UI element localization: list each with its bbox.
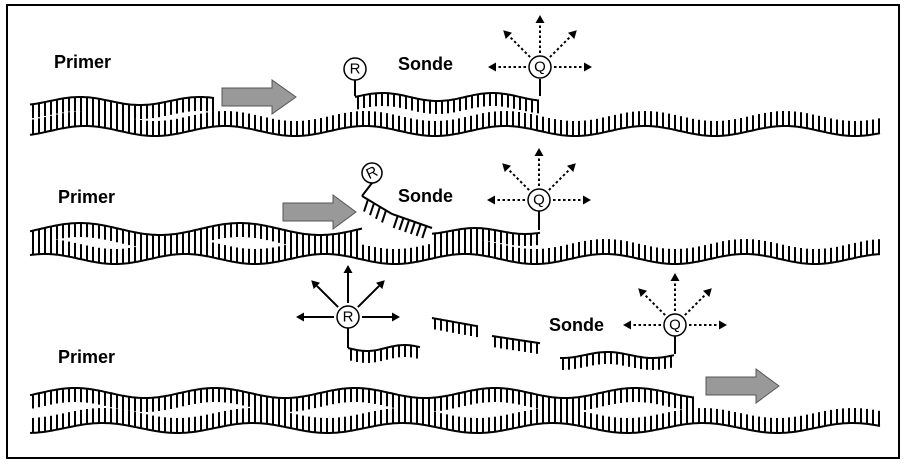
quencher-emission-2-2-head [535, 148, 544, 156]
displaced-probe-end-2-base [382, 210, 386, 222]
svg-text:Q: Q [669, 317, 681, 334]
svg-text:R: R [343, 309, 354, 326]
quencher-emission-3-4-head [719, 321, 727, 330]
quencher-emission-1-1-shaft [509, 36, 530, 57]
quencher-emission-3-4 [689, 321, 727, 330]
probe-strand-2-backbone [432, 228, 540, 234]
extended-primer-strand-3 [30, 388, 694, 412]
quencher-emission-3-2-head [671, 273, 680, 281]
quencher-marker-2: Q [528, 189, 550, 230]
displaced-probe-end-2-base [411, 222, 415, 234]
reporter-emission-3-4 [362, 313, 400, 322]
probe-strand-1 [355, 93, 539, 114]
quencher-emission-1-3 [550, 30, 577, 57]
cleaved-fragment-r [348, 345, 420, 363]
quencher-emission-3-0 [623, 321, 661, 330]
quencher-emission-3-3 [685, 288, 712, 315]
extension-arrow-3 [706, 369, 779, 403]
displaced-probe-end-2-base [422, 226, 426, 238]
quencher-emission-1-2 [536, 15, 545, 53]
quencher-emission-1-2-head [536, 15, 545, 23]
reporter-emission-3-3-shaft [358, 286, 379, 307]
displaced-probe-end-2-base [417, 224, 421, 236]
cleaved-fragment-b [492, 336, 540, 354]
probe-label-2: Sonde [398, 186, 453, 206]
cleaved-fragment-r-backbone [348, 345, 420, 351]
quencher-emission-2-0 [487, 196, 525, 205]
cleaved-fragment-a [432, 318, 478, 337]
quencher-emission-3-0-head [623, 321, 631, 330]
quencher-marker-1: Q [529, 56, 551, 96]
quencher-emission-1-4 [554, 63, 592, 72]
quencher-emission-1-1 [503, 30, 530, 57]
cleaved-fragment-q [560, 352, 674, 370]
reporter-emission-3-1-shaft [317, 286, 338, 307]
displaced-probe-end-2-base [376, 207, 380, 219]
reporter-marker-2: R [362, 163, 382, 196]
quencher-marker-3: Q [664, 314, 686, 354]
quencher-emission-3-3-shaft [685, 294, 706, 315]
quencher-emission-3-1-shaft [644, 294, 665, 315]
template-strand-3 [30, 408, 880, 433]
svg-text:R: R [350, 61, 361, 78]
reporter-emission-3-2-head [344, 265, 353, 273]
reporter-emission-3-0 [296, 313, 334, 322]
quencher-emission-1-0-head [488, 63, 496, 72]
quencher-emission-3-2 [671, 273, 680, 311]
displaced-probe-end-2-base [370, 203, 374, 215]
quencher-emission-1-0 [488, 63, 526, 72]
quencher-emission-2-4 [553, 196, 591, 205]
quencher-emission-2-4-head [583, 196, 591, 205]
extension-arrow-1 [222, 80, 296, 114]
reporter-emission-3-2 [344, 265, 353, 303]
displaced-probe-end-2-base [399, 218, 403, 230]
quencher-emission-2-3-shaft [549, 169, 570, 190]
primer-label-3: Primer [58, 347, 115, 367]
primer-label-1: Primer [54, 52, 111, 72]
quencher-emission-3-1 [638, 288, 665, 315]
quencher-emission-2-3 [549, 163, 576, 190]
primer-label-2: Primer [58, 187, 115, 207]
template-strand-2-backbone [30, 254, 880, 264]
reporter-emission-3-1 [311, 280, 338, 307]
reporter-emission-3-4-head [392, 313, 400, 322]
reporter-marker-3: R [337, 306, 359, 348]
svg-text:Q: Q [533, 192, 545, 209]
template-strand-1 [30, 111, 880, 136]
displaced-probe-end-2-base [364, 200, 368, 212]
reporter-emission-3-0-head [296, 313, 304, 322]
probe-label-1: Sonde [398, 54, 453, 74]
quencher-emission-1-3-shaft [550, 36, 571, 57]
displaced-probe-end-2-base [405, 220, 409, 232]
quencher-emission-2-1 [502, 163, 529, 190]
cleaved-fragment-b-backbone [492, 336, 540, 343]
quencher-emission-2-2 [535, 148, 544, 186]
quencher-emission-1-4-head [584, 63, 592, 72]
template-strand-2 [30, 239, 880, 264]
probe-strand-2 [432, 228, 540, 246]
reporter-marker-1: R [344, 58, 366, 96]
svg-text:Q: Q [534, 59, 546, 76]
extension-arrow-2 [283, 195, 356, 229]
quencher-emission-2-1-shaft [508, 169, 529, 190]
quencher-emission-2-0-head [487, 196, 495, 205]
probe-label-3: Sonde [549, 315, 604, 335]
reporter-emission-3-3 [358, 280, 385, 307]
displaced-probe-end-2-base [394, 216, 398, 228]
